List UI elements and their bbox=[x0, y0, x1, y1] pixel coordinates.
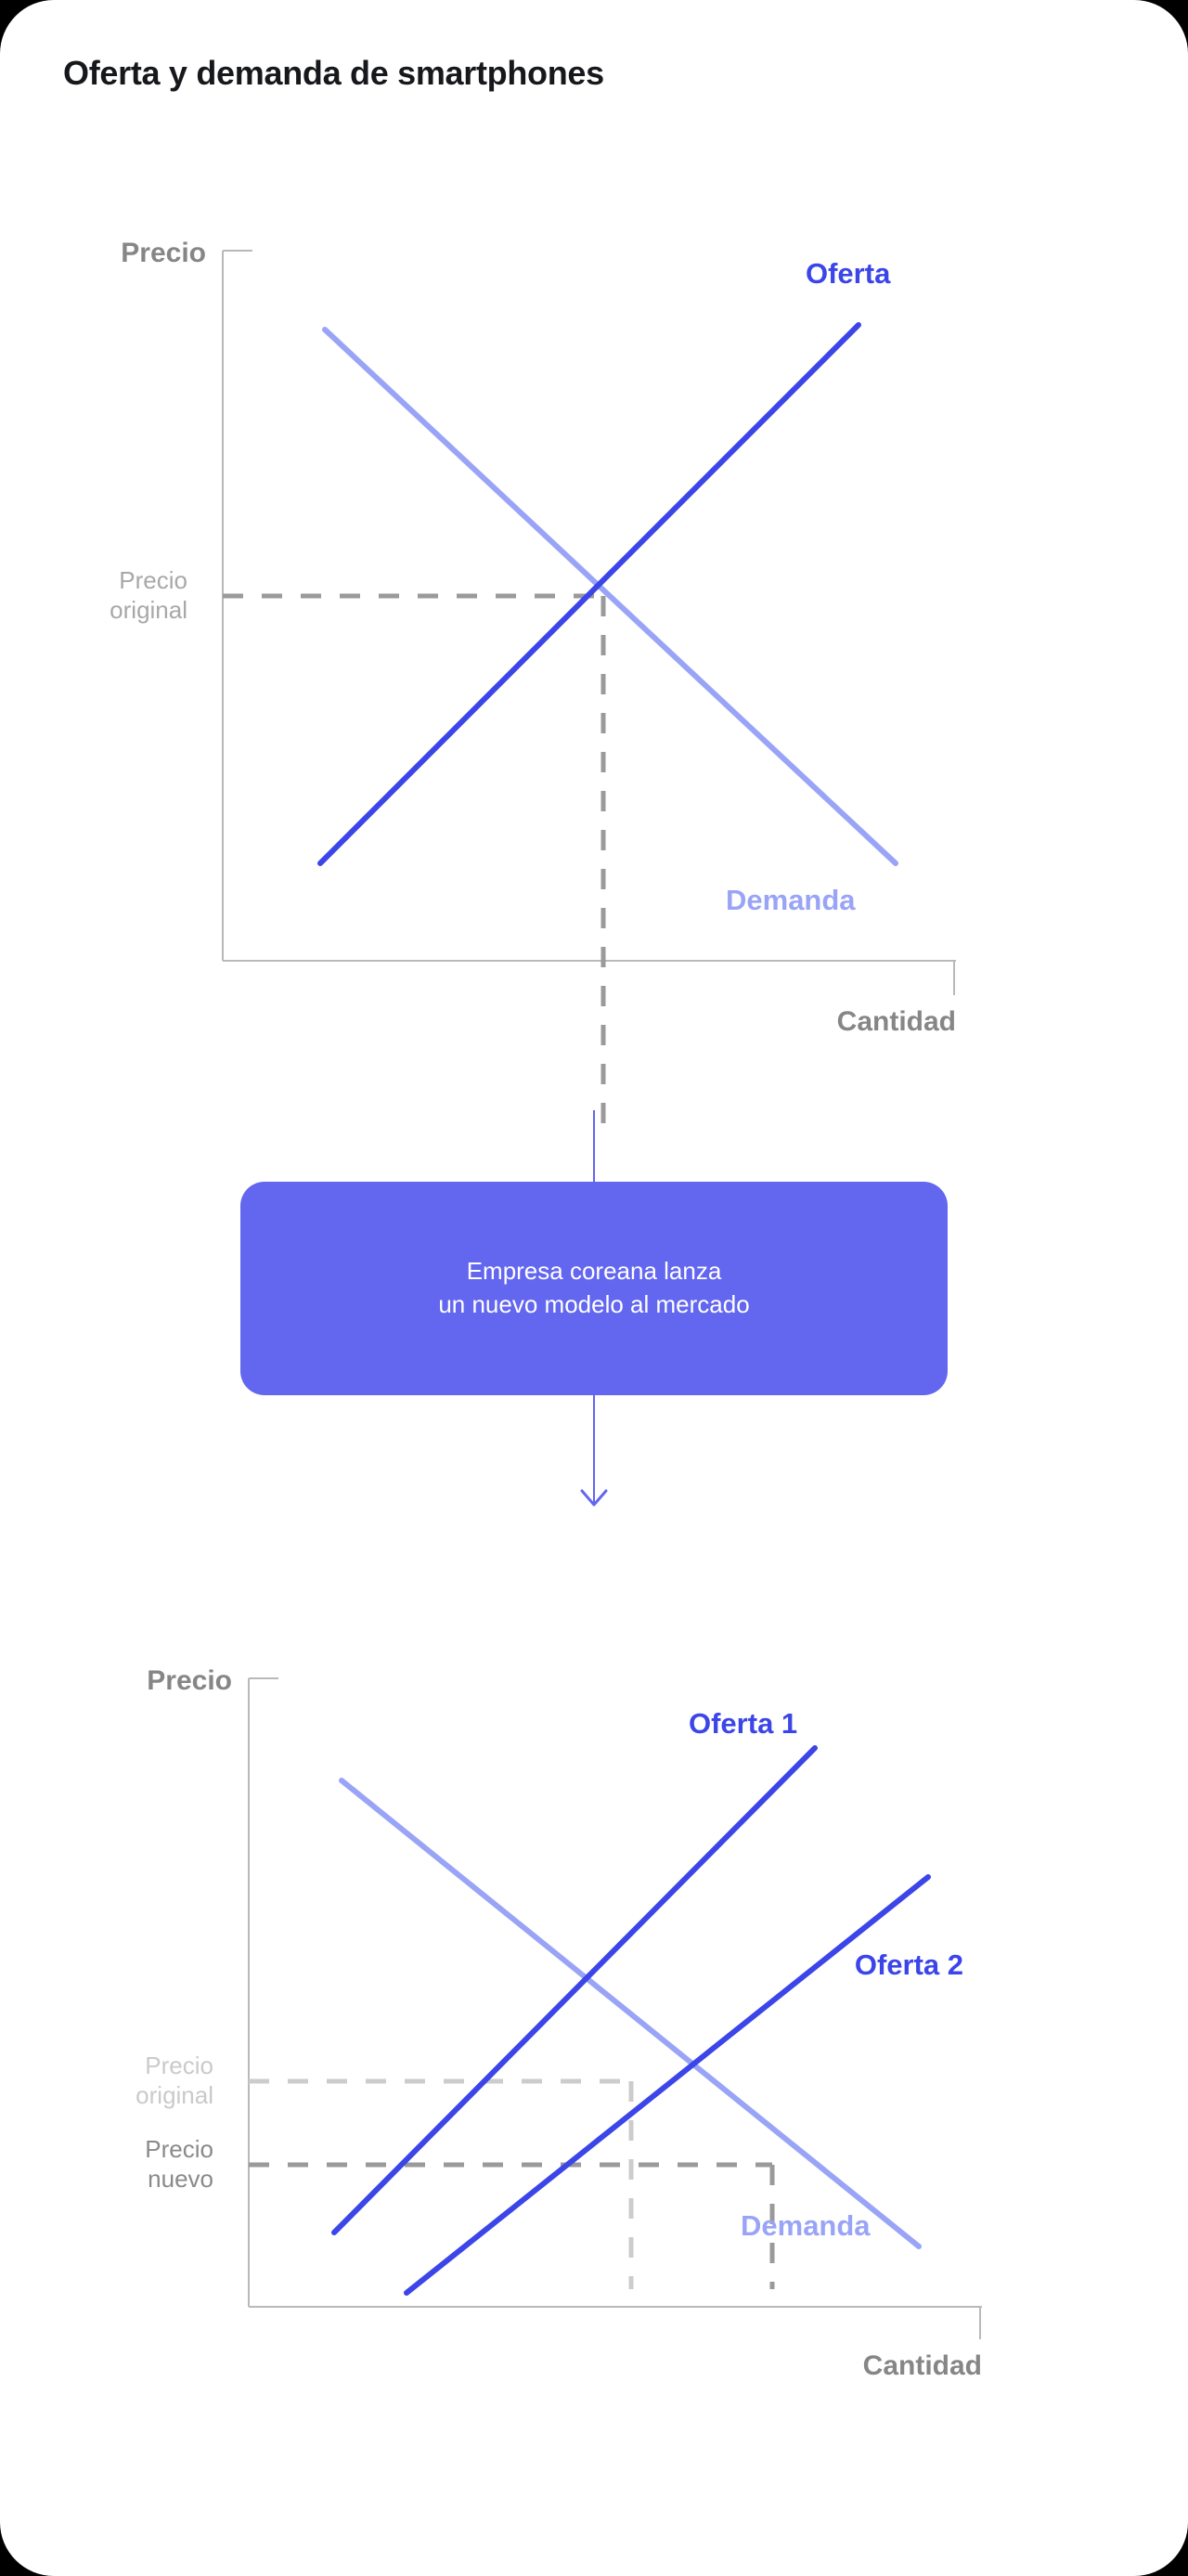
event-callout-line-1: Empresa coreana lanza bbox=[466, 1257, 722, 1286]
chart1-supply-line bbox=[317, 322, 861, 866]
chart1-price-original-label-line2: original bbox=[110, 596, 187, 624]
chart2-supply2-label: Oferta 2 bbox=[855, 1948, 963, 1981]
chart2-price-new-label-line2: nuevo bbox=[148, 2165, 213, 2193]
chart1-supply-label: Oferta bbox=[806, 257, 891, 290]
chart2-supply1-line bbox=[331, 1745, 818, 2235]
chart2-supply1-label: Oferta 1 bbox=[689, 1707, 797, 1740]
chart2-price-new-label-line1: Precio bbox=[145, 2135, 213, 2163]
flow-arrow-top-stem bbox=[593, 1110, 595, 1183]
chart1-demand-line bbox=[322, 327, 898, 866]
chart2-y-axis-label: Precio bbox=[147, 1665, 232, 1696]
event-callout-box: Empresa coreana lanza un nuevo modelo al… bbox=[240, 1182, 948, 1395]
flow-arrow-bottom-stem bbox=[593, 1395, 595, 1505]
chart1-price-original-label-line1: Precio bbox=[119, 566, 187, 594]
chart2-price-original-label-line2: original bbox=[136, 2081, 213, 2109]
chart2-supply2-line bbox=[404, 1874, 931, 2296]
chart2-price-new-guides bbox=[249, 2162, 775, 2289]
chart1-demand-label: Demanda bbox=[726, 884, 856, 916]
chart2-demand-label: Demanda bbox=[741, 2209, 871, 2242]
chart1-y-axis-label: Precio bbox=[121, 238, 206, 268]
chart2-demand-line bbox=[339, 1778, 922, 2249]
chart2-axes bbox=[248, 1677, 982, 2339]
chart-supply-demand-shifted: Precio Cantidad Oferta 1 Oferta 2 Demand… bbox=[0, 1634, 1188, 2576]
event-callout-line-2: un nuevo modelo al mercado bbox=[438, 1290, 750, 1318]
chart1-axes bbox=[222, 250, 956, 995]
chart2-price-original-label-line1: Precio bbox=[145, 2052, 213, 2079]
chart1-equilibrium-guides bbox=[223, 593, 606, 1123]
chart-supply-demand-original: Precio Cantidad Oferta Demanda Precio or… bbox=[0, 195, 1188, 1123]
page-title: Oferta y demanda de smartphones bbox=[63, 54, 604, 92]
chart2-price-original-guides bbox=[249, 2078, 634, 2289]
chart1-x-axis-label: Cantidad bbox=[837, 1006, 956, 1037]
chart2-x-axis-label: Cantidad bbox=[863, 2350, 982, 2381]
arrow-down-icon bbox=[580, 1489, 608, 1507]
